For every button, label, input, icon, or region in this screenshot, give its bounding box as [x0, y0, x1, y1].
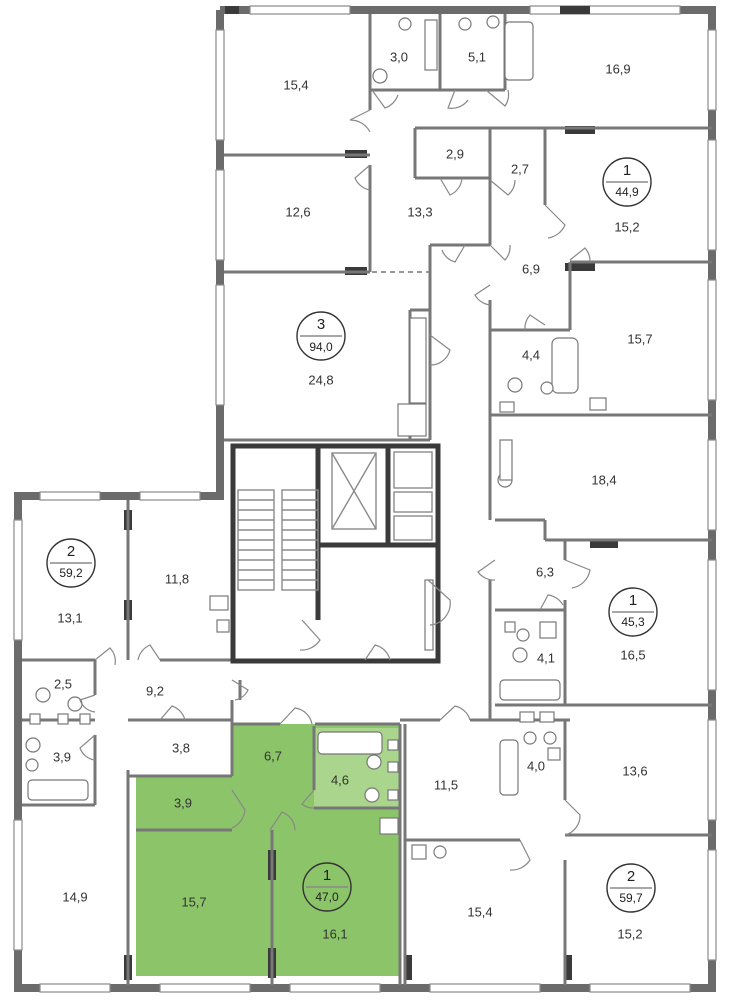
room-area: 16,5: [620, 647, 645, 662]
room-area: 4,6: [331, 772, 349, 787]
room-area: 15,4: [283, 77, 308, 92]
exterior-walls: [14, 6, 716, 992]
apartment-rooms: 1: [623, 162, 631, 179]
stair-core: [230, 443, 441, 664]
room-area: 16,9: [605, 61, 630, 76]
apartment-rooms: 2: [627, 868, 635, 885]
fixtures: [25, 15, 607, 860]
apartment-rooms: 3: [317, 316, 325, 333]
apartment-area: 59,7: [619, 891, 643, 905]
apartment-area: 94,0: [309, 340, 333, 354]
room-labels: 15,4 3,0 5,1 16,9 2,9 2,7 12,6 13,3 15,2…: [53, 49, 653, 941]
room-area: 3,0: [390, 49, 408, 64]
apartment-badge-a3: 3 94,0: [296, 311, 346, 361]
apartment-area: 47,0: [315, 890, 339, 904]
room-area: 15,7: [181, 894, 206, 909]
room-area: 4,0: [527, 758, 545, 773]
room-area: 3,8: [172, 740, 190, 755]
apartment-rooms: 1: [323, 867, 331, 884]
room-area: 15,4: [467, 904, 492, 919]
apartment-badge-a2-right: 2 59,7: [606, 863, 656, 913]
room-area: 2,7: [511, 161, 529, 176]
apartment-badge-a1-highlighted: 1 47,0: [302, 862, 352, 912]
open-boundaries: [372, 271, 590, 541]
room-area: 12,6: [285, 204, 310, 219]
apartment-badge-a1-mid: 1 45,3: [608, 587, 658, 637]
room-area: 6,9: [522, 261, 540, 276]
apartment-area: 59,2: [59, 566, 83, 580]
room-area: 15,2: [614, 219, 639, 234]
apartment-rooms: 2: [67, 543, 75, 560]
apartment-badge-a2-left: 2 59,2: [46, 538, 96, 588]
room-area: 13,1: [57, 610, 82, 625]
doors: [79, 89, 591, 871]
room-area: 24,8: [308, 372, 333, 387]
room-area: 13,3: [407, 204, 432, 219]
room-area: 4,4: [522, 347, 540, 362]
room-area: 14,9: [62, 889, 87, 904]
room-area: 16,1: [322, 926, 347, 941]
room-area: 18,4: [591, 472, 616, 487]
room-area: 11,5: [434, 777, 458, 792]
apartment-area: 44,9: [615, 185, 639, 199]
room-area: 4,1: [537, 650, 555, 665]
room-area: 6,7: [264, 748, 282, 763]
room-area: 3,9: [174, 795, 192, 810]
room-area: 15,7: [627, 331, 652, 346]
apartment-rooms: 1: [629, 592, 637, 609]
room-area: 11,8: [165, 571, 189, 586]
stair-flights: [237, 489, 319, 591]
room-area: 5,1: [468, 49, 486, 64]
room-area: 2,9: [446, 146, 464, 161]
room-area: 3,9: [53, 749, 71, 764]
apartment-badge-a1-top: 1 44,9: [602, 157, 652, 207]
room-area: 9,2: [146, 683, 164, 698]
room-area: 15,2: [617, 926, 642, 941]
apartment-area: 45,3: [621, 615, 645, 629]
room-area: 13,6: [622, 763, 647, 778]
room-area: 2,5: [54, 676, 72, 691]
windows: [13, 5, 717, 993]
room-area: 6,3: [536, 564, 554, 579]
